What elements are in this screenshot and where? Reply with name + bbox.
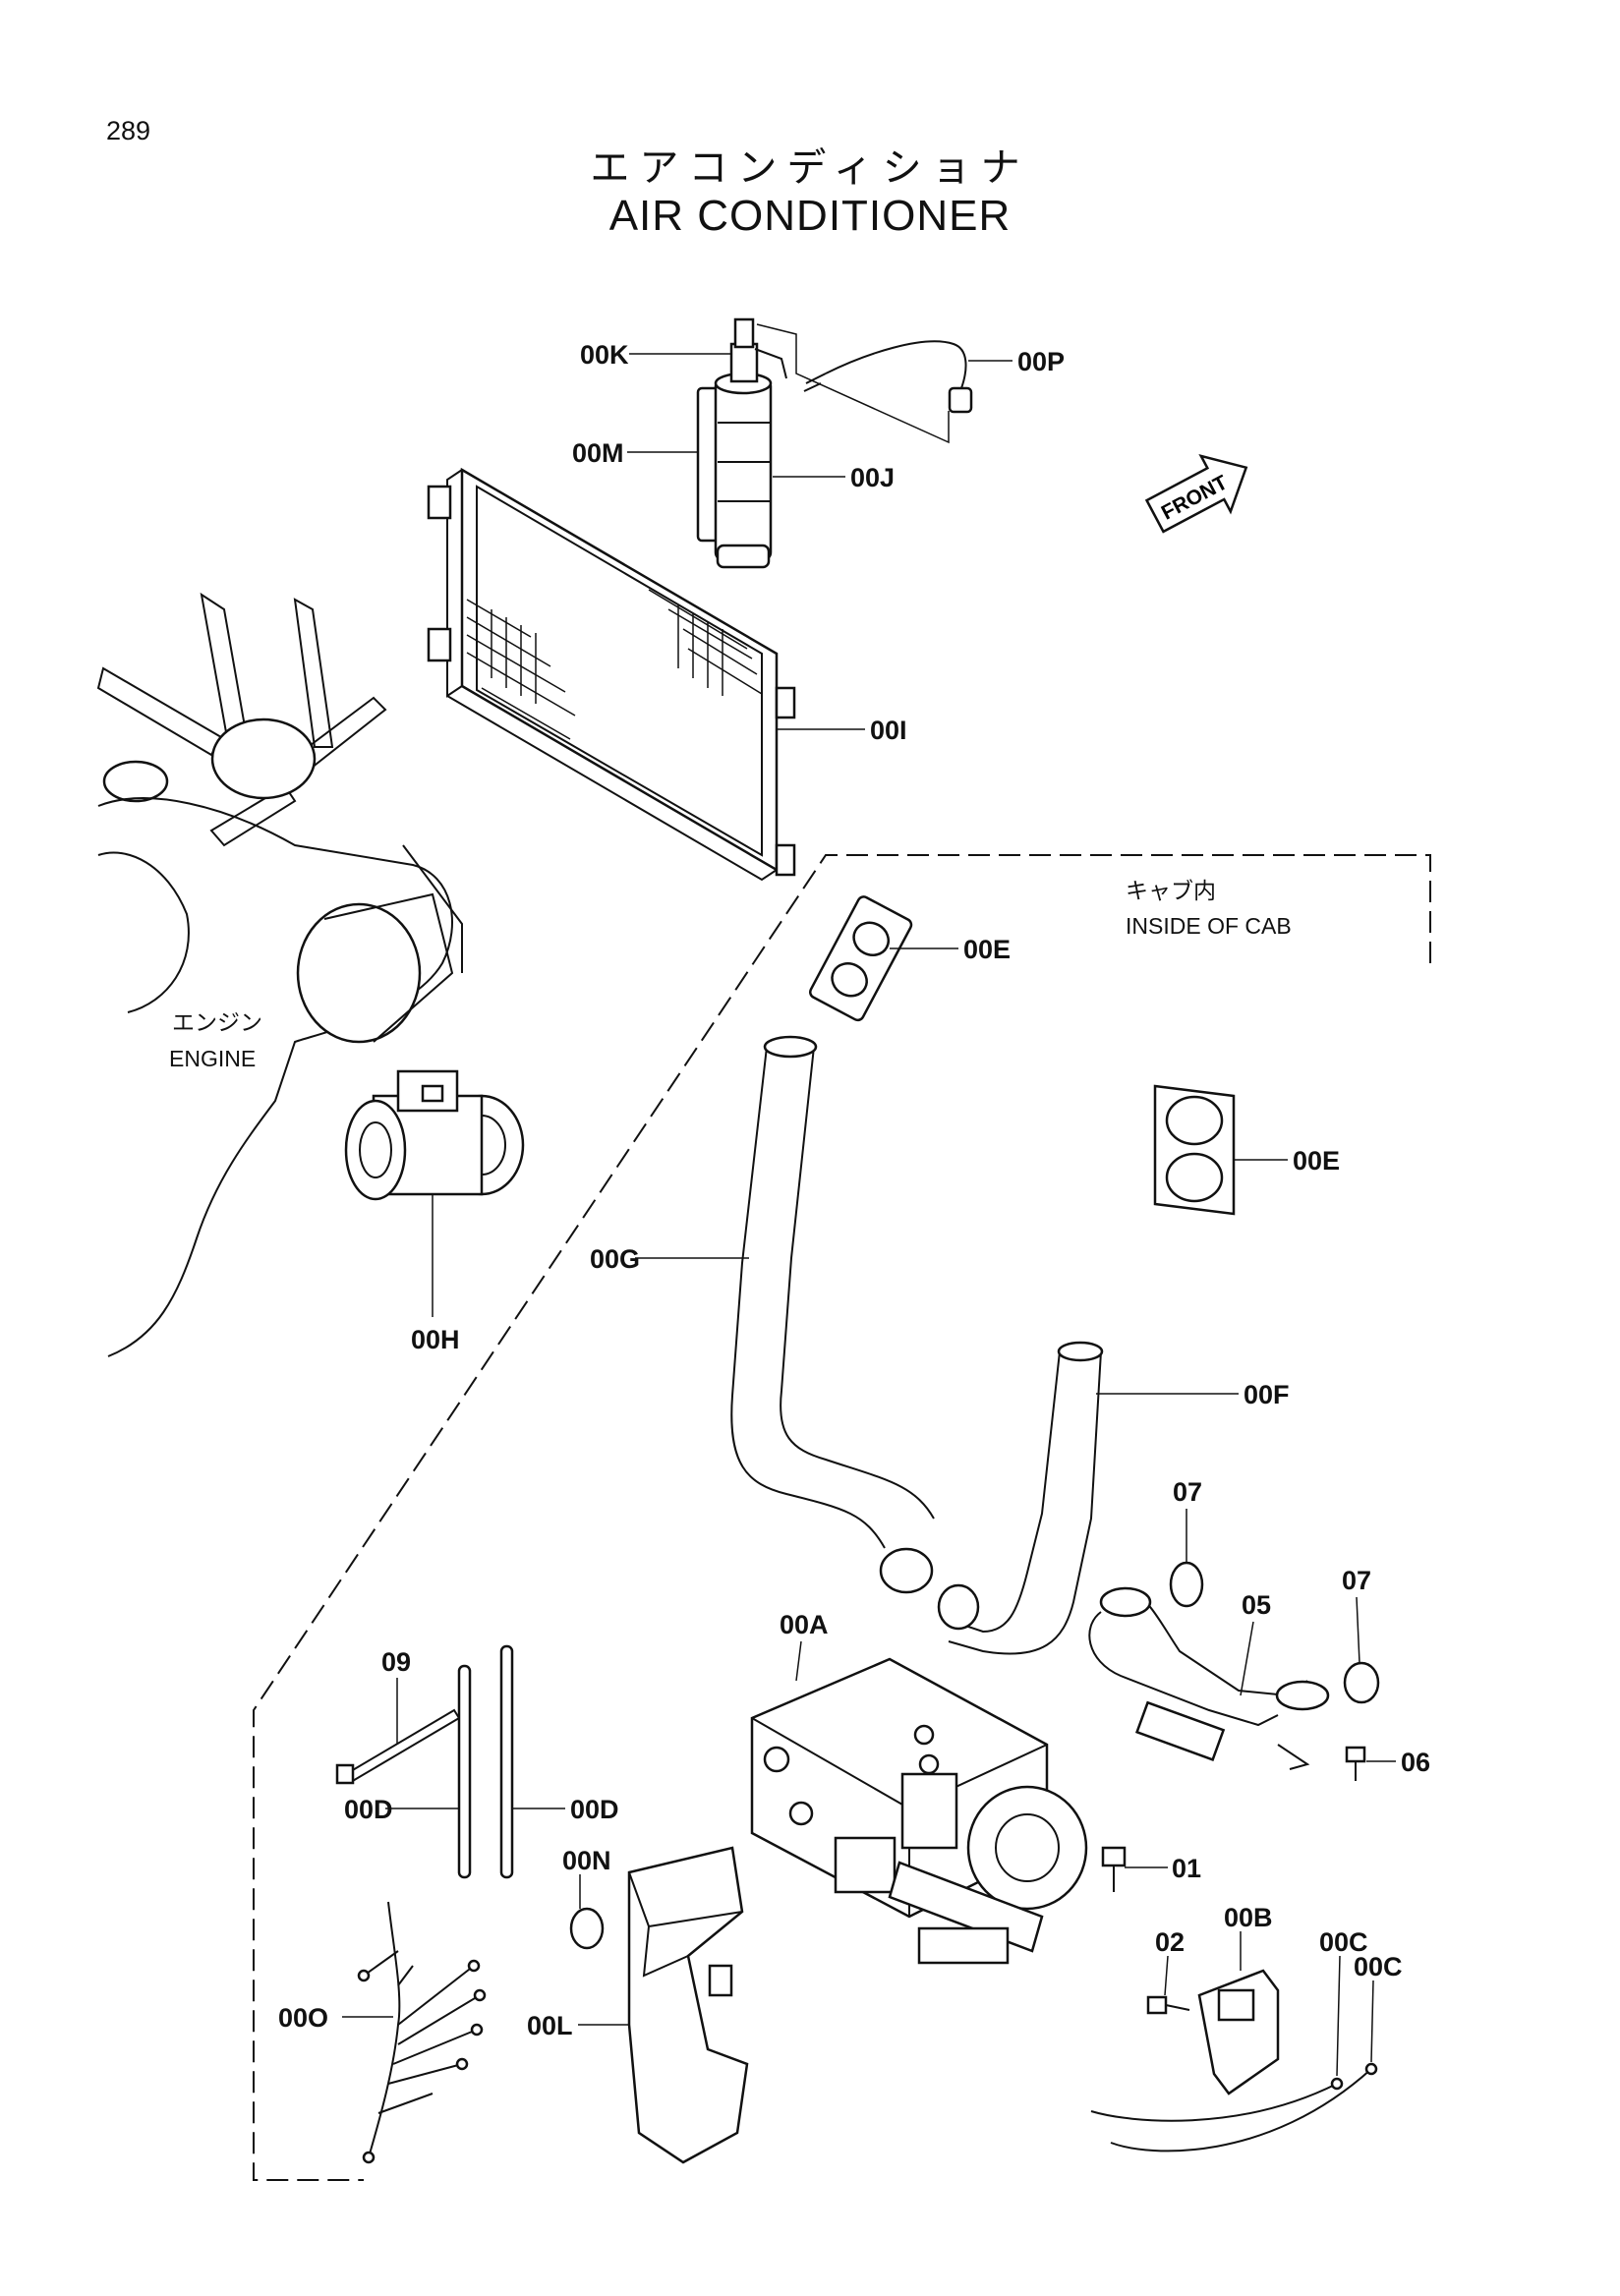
sensor-rod-left bbox=[457, 1664, 472, 1879]
callout-09: 09 bbox=[381, 1647, 411, 1677]
wiring-harness-00c bbox=[1090, 2062, 1378, 2152]
compressor bbox=[344, 1069, 525, 1201]
callout-00f: 00F bbox=[1244, 1380, 1290, 1409]
callout-00b: 00B bbox=[1224, 1903, 1273, 1932]
pressure-switch-harness bbox=[756, 323, 973, 444]
callout-00a: 00A bbox=[780, 1610, 829, 1639]
callout-07-upper: 07 bbox=[1173, 1477, 1202, 1507]
hose-clamp-upper bbox=[1169, 1561, 1204, 1608]
receiver-dryer bbox=[696, 317, 787, 569]
vent-grille-upper bbox=[808, 895, 913, 1022]
engine-label-japanese: エンジン bbox=[172, 1009, 262, 1035]
callout-05: 05 bbox=[1242, 1590, 1271, 1620]
callout-00g: 00G bbox=[590, 1244, 640, 1274]
callout-00c-right: 00C bbox=[1354, 1952, 1403, 1981]
foot-duct bbox=[627, 1846, 749, 2164]
cab-boundary bbox=[253, 854, 1431, 2181]
callout-02: 02 bbox=[1155, 1927, 1185, 1957]
callout-00d-right: 00D bbox=[570, 1795, 619, 1824]
bolt-02 bbox=[1146, 1995, 1190, 2015]
hose-clamp-lower bbox=[1343, 1661, 1380, 1704]
callout-06: 06 bbox=[1401, 1748, 1430, 1777]
engine-label-english: ENGINE bbox=[169, 1046, 256, 1071]
callout-07-lower: 07 bbox=[1342, 1566, 1371, 1595]
callout-00e-lower: 00E bbox=[1293, 1146, 1340, 1176]
duct-05 bbox=[1088, 1586, 1330, 1770]
page-number: 289 bbox=[106, 116, 151, 145]
sensor-rod-right bbox=[499, 1644, 514, 1879]
engine-outline bbox=[96, 592, 463, 1357]
bolt-01 bbox=[1101, 1846, 1127, 1892]
callout-00h: 00H bbox=[411, 1325, 460, 1354]
callout-00o: 00O bbox=[278, 2003, 328, 2033]
title-japanese: エアコンディショナ bbox=[590, 145, 1030, 191]
title-english: AIR CONDITIONER bbox=[608, 192, 1012, 240]
duct-00f bbox=[937, 1341, 1104, 1655]
duct-00g bbox=[730, 1035, 935, 1594]
relay-bracket bbox=[1197, 1969, 1280, 2095]
callout-00l: 00L bbox=[527, 2011, 573, 2040]
leader-lines bbox=[342, 353, 1396, 2077]
callout-00i: 00I bbox=[870, 716, 907, 745]
callout-01: 01 bbox=[1172, 1854, 1201, 1883]
callout-00d-left: 00D bbox=[344, 1795, 393, 1824]
callout-00n: 00N bbox=[562, 1846, 611, 1875]
grommet bbox=[569, 1907, 605, 1950]
wire-harness-00o bbox=[357, 1901, 487, 2164]
callout-00c-left: 00C bbox=[1319, 1927, 1368, 1957]
cab-label-japanese: キャブ内 bbox=[1126, 878, 1216, 903]
callout-00e-upper: 00E bbox=[963, 935, 1011, 964]
cable-tie bbox=[335, 1708, 461, 1785]
front-arrow-icon: FRONT bbox=[1144, 453, 1248, 534]
callout-00p: 00P bbox=[1017, 347, 1065, 376]
callout-00k: 00K bbox=[580, 340, 629, 370]
cab-label-english: INSIDE OF CAB bbox=[1126, 913, 1292, 939]
condenser bbox=[427, 467, 796, 882]
bolt-06 bbox=[1345, 1746, 1366, 1781]
callout-00m: 00M bbox=[572, 438, 624, 468]
callout-00j: 00J bbox=[850, 463, 895, 492]
vent-grille-lower bbox=[1153, 1084, 1236, 1216]
ac-unit bbox=[750, 1657, 1088, 1965]
